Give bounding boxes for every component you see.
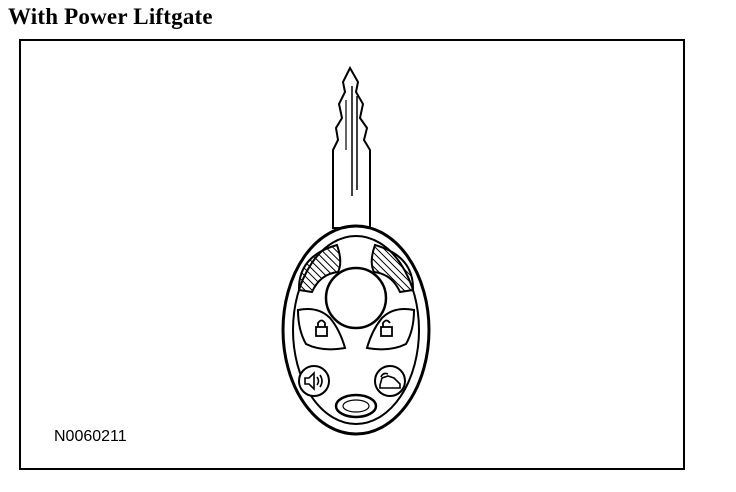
center-emblem [324,266,388,330]
lock-icon [315,319,328,337]
panic-icon [304,371,323,391]
liftgate-left-button [297,243,342,294]
key-blade [332,65,371,229]
trunk-icon [379,372,401,389]
liftgate-right-button [370,243,415,294]
liftgate-buttons [297,243,415,294]
figure-id: N0060211 [54,428,127,445]
page-title: With Power Liftgate [8,4,213,29]
unlock-icon [380,319,393,337]
